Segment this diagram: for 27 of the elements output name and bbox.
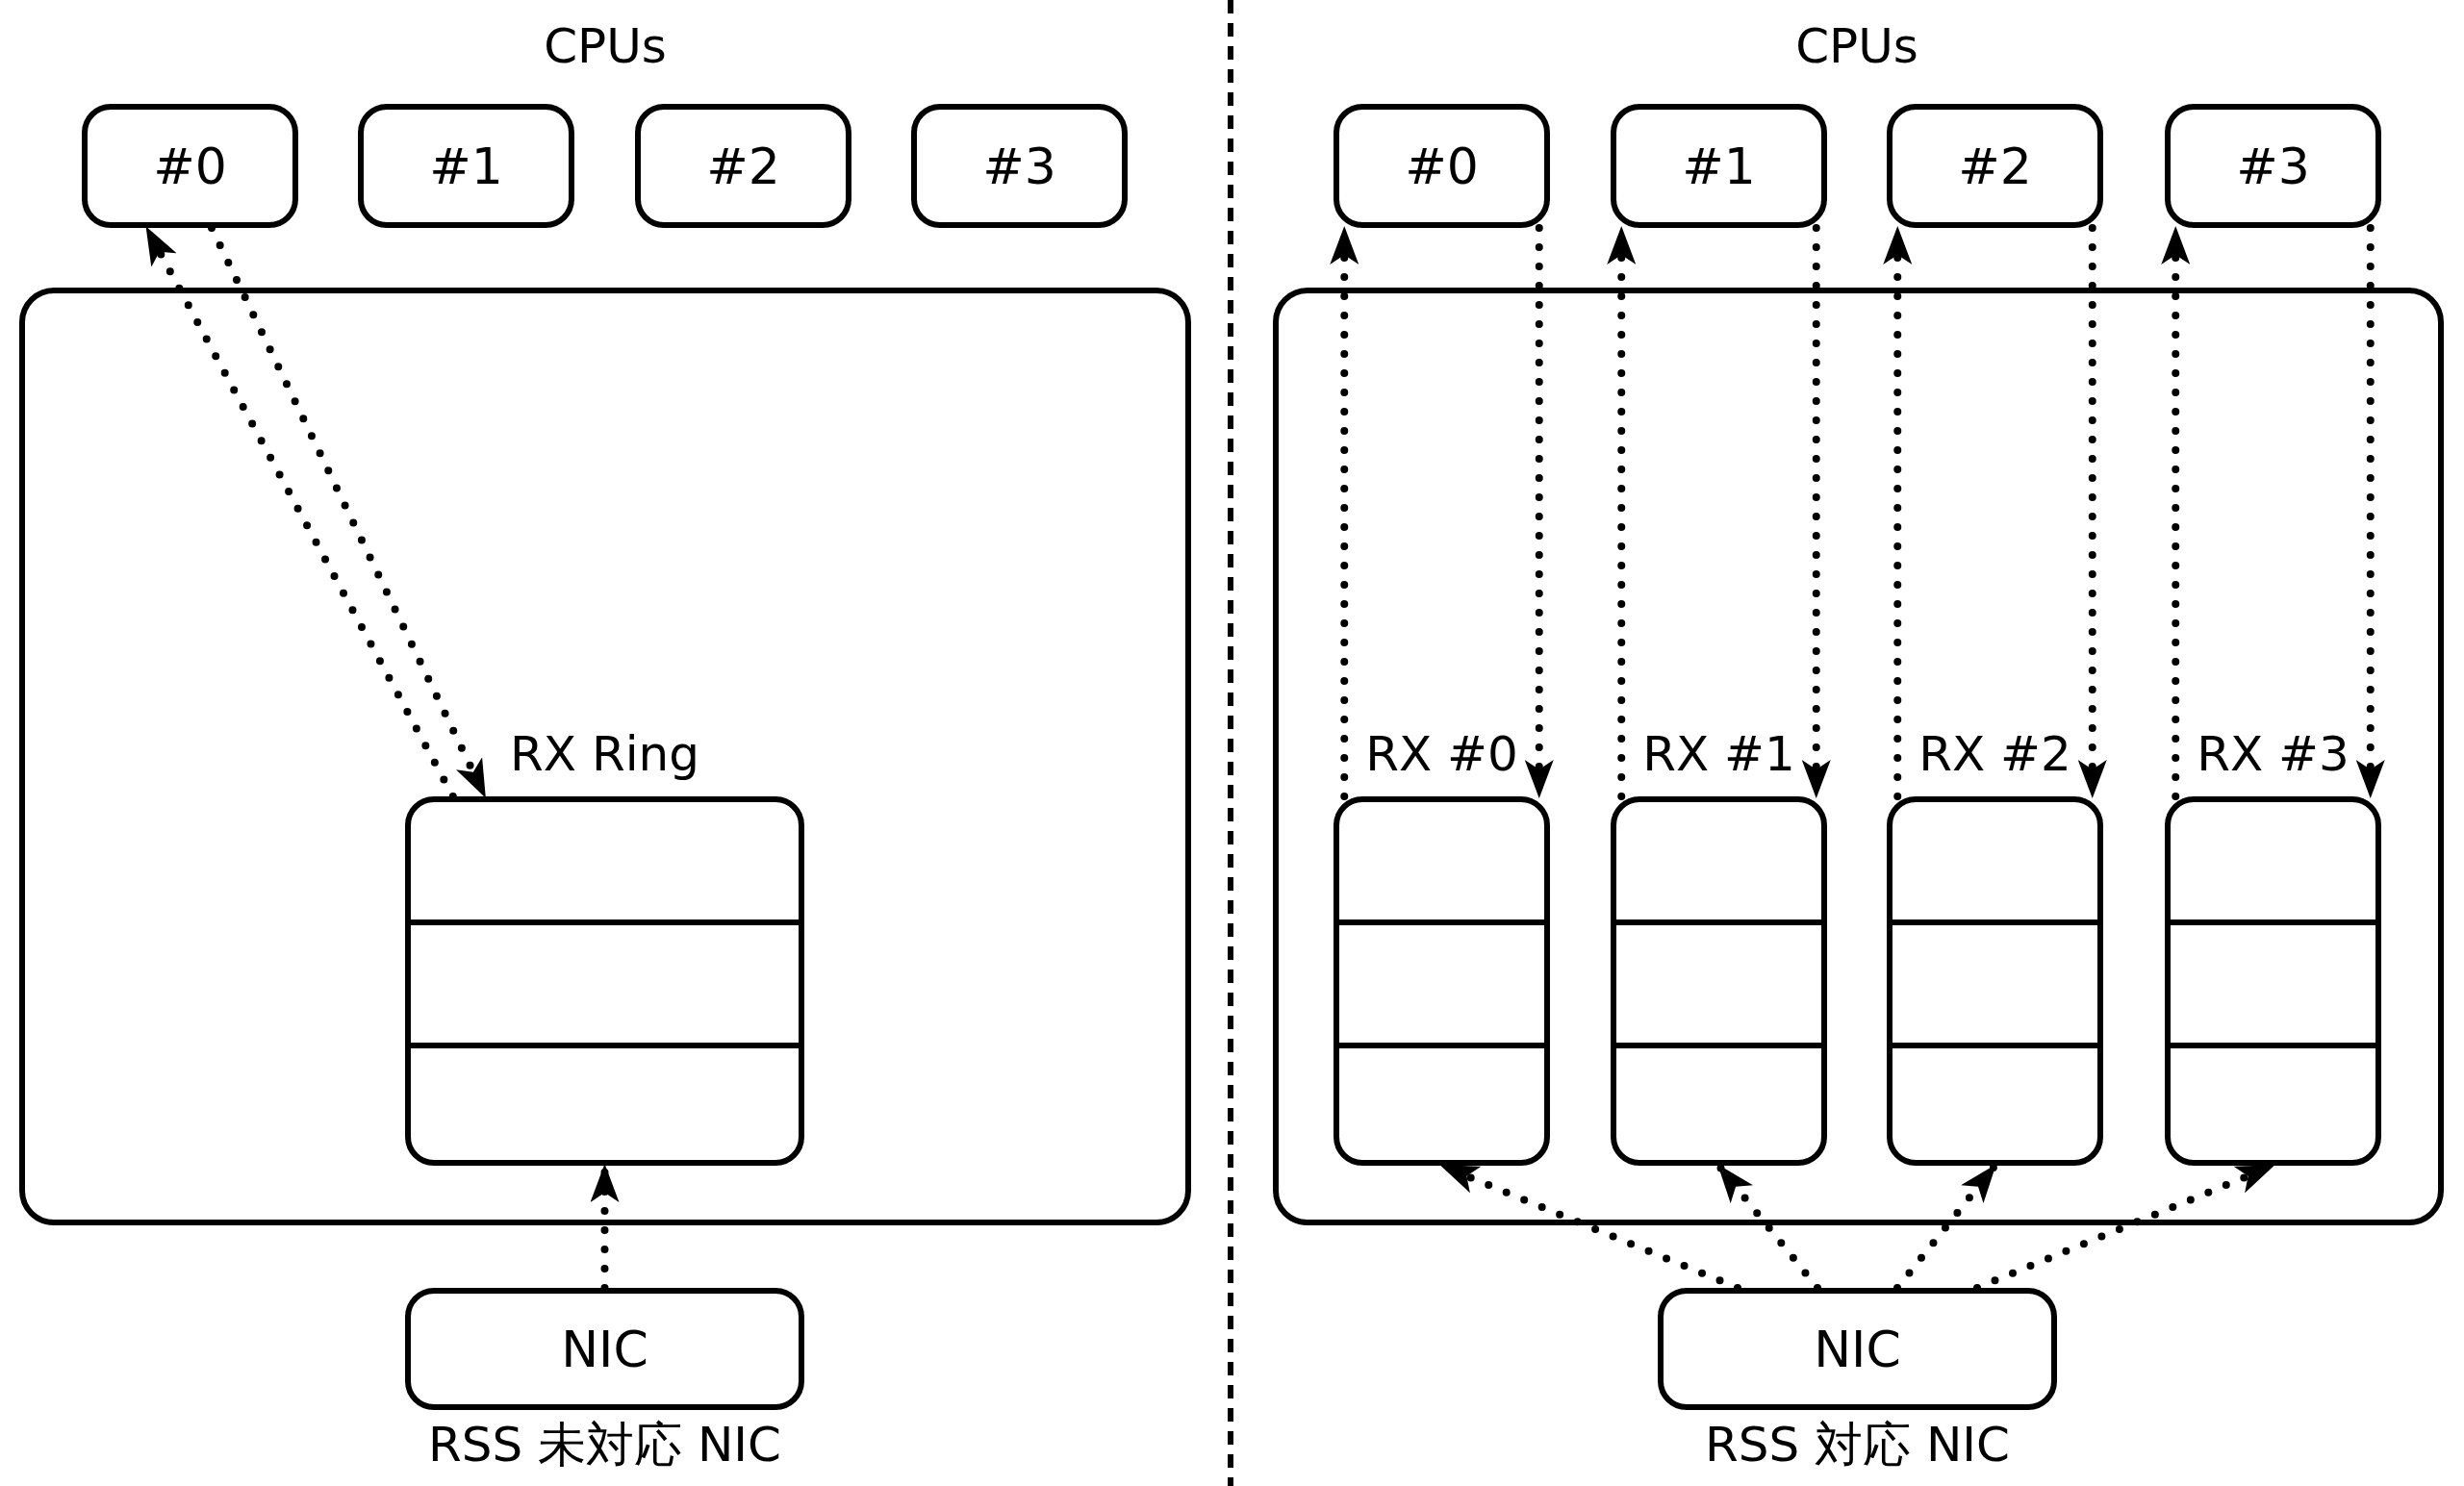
node-label: #3 — [2236, 137, 2310, 195]
node-label: NIC — [561, 1320, 648, 1378]
node-label: #1 — [429, 137, 503, 195]
queue-label: RX #2 — [1918, 725, 2072, 783]
node-label: #2 — [706, 137, 780, 195]
group-heading: CPUs — [1795, 17, 1918, 75]
dotted-arrow — [1801, 224, 1831, 800]
dotted-arrow — [1607, 224, 1637, 800]
node-label: NIC — [1814, 1320, 1901, 1378]
queue-label: RX #1 — [1641, 725, 1796, 783]
queue-label: RX #0 — [1364, 725, 1519, 783]
dotted-arrow — [2077, 224, 2107, 800]
node-label: #3 — [982, 137, 1056, 195]
dotted-arrow — [1883, 224, 1913, 800]
node-label: #0 — [153, 137, 227, 195]
queue-label: RX #3 — [2196, 725, 2350, 783]
node-label: RSS 対応 NIC — [1703, 1416, 2012, 1473]
node-label: #2 — [1958, 137, 2032, 195]
dotted-arrow — [1330, 224, 1359, 800]
group-heading: CPUs — [544, 17, 667, 75]
node-label: RSS 未対応 NIC — [426, 1416, 783, 1473]
dotted-arrow — [2355, 224, 2385, 800]
node-label: #1 — [1682, 137, 1756, 195]
queue-label: RX Ring — [509, 725, 700, 783]
node-label: #0 — [1405, 137, 1479, 195]
dotted-arrow — [2161, 224, 2191, 800]
dotted-arrow — [1524, 224, 1554, 800]
